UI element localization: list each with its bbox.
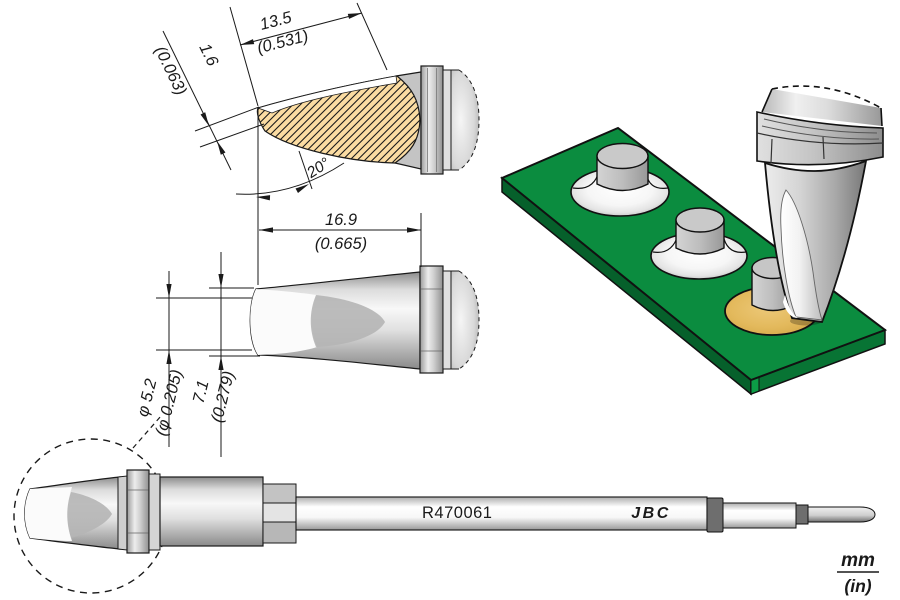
side-end-dome: [451, 271, 479, 369]
dim-tip-diameter-mm: 7.1: [190, 378, 213, 405]
nut-band-bottom: [262, 521, 297, 544]
arrowhead: [295, 184, 309, 194]
arrowhead: [166, 350, 172, 364]
tip-side-view: [249, 265, 480, 374]
extension-lines: [194, 106, 265, 148]
arrowhead: [218, 274, 224, 288]
arrowhead: [217, 141, 226, 155]
nut-facet-lines: [770, 136, 825, 164]
units-primary: mm: [841, 550, 875, 571]
jbc-brand-logo: JBC: [631, 505, 671, 522]
tip-cross-section-view: [256, 65, 480, 175]
shaft-dark-ring-1: [706, 497, 724, 533]
chisel-face-3d: [780, 189, 823, 321]
dome-edges: [450, 69, 459, 171]
tip-end-dome: [451, 70, 479, 170]
pin-top: [596, 142, 649, 170]
dim-tip-diameter-in: (0.279): [208, 369, 238, 424]
dim-blade-angle: 20°: [303, 155, 333, 183]
side-dome-edges: [450, 270, 459, 370]
dim-edge-thickness-in: (0.063): [151, 43, 190, 98]
iron-tip-3d: [756, 85, 884, 323]
side-collar-ring: [419, 265, 444, 374]
cartridge-full-view: R470061 JBC: [13, 415, 876, 594]
side-collar-facets: [421, 288, 443, 352]
arrowhead: [259, 227, 273, 233]
shaft-tube-2: [722, 502, 797, 529]
soldered-pin-1: [570, 142, 670, 217]
dome-cut-dashed-edge: [458, 69, 480, 171]
soldered-pin-2: [650, 207, 748, 280]
nut-top-edge: [756, 132, 884, 145]
arrowhead: [347, 13, 362, 19]
collar-facets: [128, 489, 149, 534]
arrowhead: [407, 227, 421, 233]
arrowhead: [256, 195, 271, 201]
nut-band-middle: [262, 502, 297, 523]
tube-cut-dashed-edge: [771, 85, 882, 109]
angle-arc: [235, 162, 345, 195]
fastening-nut: [756, 111, 884, 166]
side-collar-gap: [442, 270, 452, 370]
dim-tip-length-in: (0.665): [315, 235, 367, 253]
product-code-label: R470061: [422, 504, 492, 522]
units-legend: mm (in): [837, 550, 879, 596]
dimension-edge-width: φ 5.2 (φ 0.205): [134, 271, 252, 447]
dim-blade-length-mm: 13.5: [258, 8, 294, 34]
side-chisel-face: [250, 289, 317, 355]
cartridge-sleeve: [159, 476, 264, 547]
tube-edges: [761, 88, 883, 127]
dim-edge-width-in: (φ 0.205): [152, 368, 186, 438]
arrowhead: [166, 284, 172, 298]
cartridge-face-parabola: [67, 492, 112, 538]
cartridge-collar: [126, 469, 150, 554]
extension-lines: [229, 2, 388, 107]
dimension-tip-length: 16.9 (0.665): [259, 211, 422, 267]
pin-top: [675, 207, 725, 233]
dimension-edge-thickness: 1.6 (0.063): [151, 30, 265, 171]
arrowhead: [200, 112, 209, 126]
detail-leader-line: [132, 415, 162, 449]
extension-lines: [209, 287, 260, 357]
dimension-line: [239, 12, 363, 46]
soldering-3d-illustration: [500, 85, 888, 396]
cartridge-chisel-face: [24, 487, 72, 541]
extension-lines: [156, 297, 252, 351]
dim-tip-length-mm: 16.9: [325, 211, 357, 229]
side-face-parabola: [310, 295, 385, 347]
side-dome-cut-dashed-edge: [458, 270, 480, 370]
dimension-tip-diameter: 7.1 (0.279): [190, 252, 260, 457]
nut-band-top: [262, 483, 297, 504]
tip-collar-gap: [442, 69, 452, 171]
units-secondary: (in): [844, 576, 871, 596]
nut-ring-lines: [761, 118, 880, 140]
terminal-rod: [807, 506, 876, 523]
cartridge-ring: [148, 473, 161, 551]
face-highlight: [783, 295, 798, 318]
arrowhead: [240, 39, 255, 45]
cartridge-nut: [262, 483, 297, 544]
arrowhead: [218, 356, 224, 370]
shaft-dark-ring-2: [795, 504, 809, 525]
dimension-blade-length: 13.5 (0.531): [229, 2, 388, 107]
tip-collar-ring: [420, 65, 444, 175]
cartridge-tube: [762, 89, 882, 126]
cartridge-step-band: [117, 475, 128, 551]
tip-tinned-strip: [256, 75, 398, 114]
collar-ring-lines: [427, 68, 437, 172]
face-extension-line: [298, 150, 313, 190]
dim-edge-thickness-mm: 1.6: [195, 41, 222, 70]
cartridge-shaft: [295, 496, 708, 531]
